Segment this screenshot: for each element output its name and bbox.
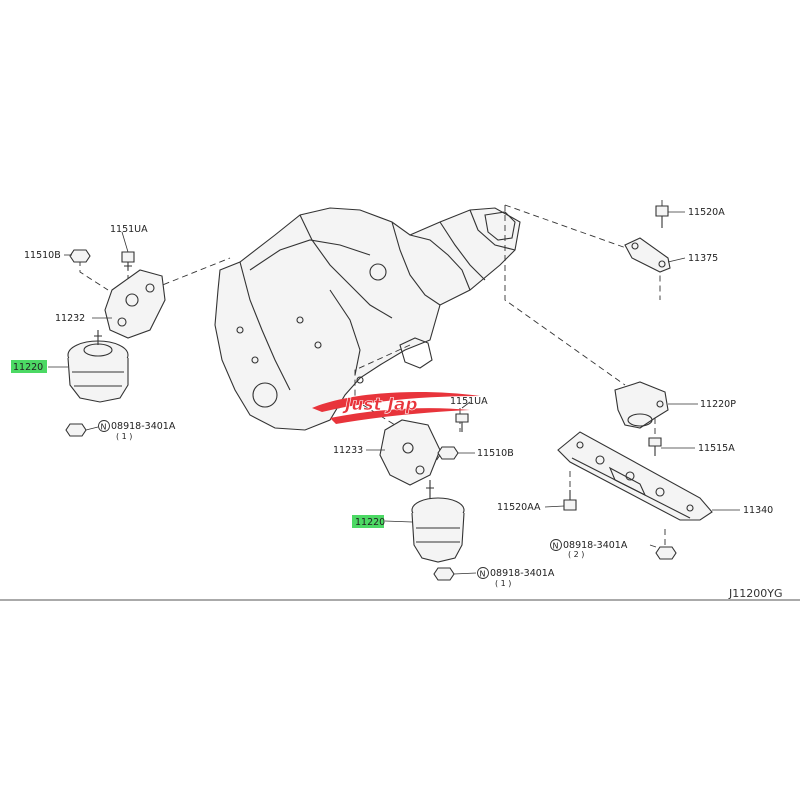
label-08918-right: 08918-3401A: [563, 540, 628, 551]
right-mount-group: [557, 205, 713, 560]
figure-code: J11200YG: [728, 587, 782, 600]
label-08918-right-qty: ( 2 ): [568, 550, 584, 559]
label-08918-center: 08918-3401A: [490, 568, 555, 579]
nut-symbol-center-letter: N: [480, 570, 486, 579]
label-11515a: 11515A: [698, 443, 735, 454]
watermark-logo-text: Just Jap: [342, 395, 418, 415]
nut-symbol-center: [477, 567, 489, 579]
mount-11220p-part: [614, 381, 669, 429]
label-11340: 11340: [743, 505, 773, 516]
label-11233: 11233: [333, 445, 363, 456]
nut-11510b-part: [69, 249, 91, 263]
leader-lines: [48, 211, 740, 575]
left-mount-group: [65, 249, 166, 437]
label-11220-left: 11220: [13, 362, 43, 373]
nut-symbol-right: [550, 539, 562, 551]
highlight-11220-left: [11, 360, 47, 373]
label-1151ua-top: 1151UA: [110, 224, 148, 235]
highlight-11220-center: [352, 515, 384, 528]
nut-symbol-right-letter: N: [553, 542, 559, 551]
label-11220-center: 11220: [355, 517, 385, 528]
label-08918-center-qty: ( 1 ): [495, 579, 511, 588]
bracket-11232-part: [104, 269, 166, 339]
label-08918-left: 08918-3401A: [111, 421, 176, 432]
part-labels: 11510B 1151UA 11232 11220 N 08918-3401A …: [13, 207, 773, 588]
label-11375: 11375: [688, 253, 718, 264]
watermark-logo: Just Jap: [312, 392, 480, 424]
label-1151ua-mid: 1151UA: [450, 396, 488, 407]
label-11520aa: 11520AA: [497, 502, 541, 513]
label-11510b-top: 11510B: [24, 250, 61, 261]
label-08918-left-qty: ( 1 ): [116, 432, 132, 441]
label-11220p: 11220P: [700, 399, 736, 410]
label-11232: 11232: [55, 313, 85, 324]
label-11520a: 11520A: [688, 207, 725, 218]
label-11510b-mid: 11510B: [477, 448, 514, 459]
nut-symbol-left: [98, 420, 110, 432]
center-mount-group: [379, 413, 469, 581]
crossmember-11340-part: [557, 431, 713, 521]
nut-symbol-left-letter: N: [101, 423, 107, 432]
engine-transmission-assembly: [214, 207, 521, 431]
